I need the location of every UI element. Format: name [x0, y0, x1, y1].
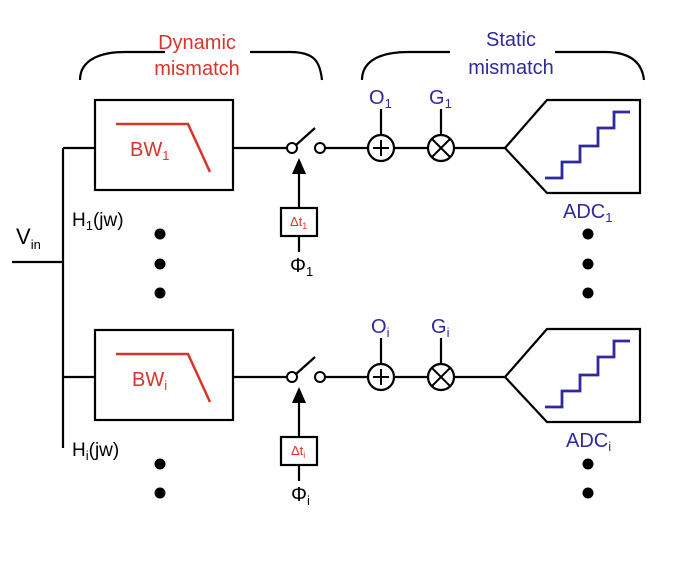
static-mismatch-title-line2: mismatch	[468, 57, 554, 79]
timing-skew-block	[279, 206, 319, 238]
timing-skew-label: Δt1	[290, 214, 307, 231]
sampling-switch-blade	[295, 127, 316, 146]
ellipsis-dot	[582, 458, 594, 470]
gain-label: G1	[429, 87, 452, 111]
ellipsis-dot	[582, 487, 594, 499]
transfer-function-label: Hi(jw)	[72, 440, 119, 463]
timing-skew-block	[279, 435, 319, 467]
ellipsis-dot	[582, 228, 594, 240]
ellipsis-dot	[154, 228, 166, 240]
clock-phase-label: Φ1	[290, 255, 313, 279]
channel-i: BWi Hi(jw) Δti Φi Oi Gi ADCi	[63, 316, 642, 508]
multiply-icon	[431, 138, 451, 158]
multiply-icon	[431, 367, 451, 387]
clock-arrow-icon	[292, 387, 306, 403]
switch-left-contact	[286, 371, 298, 383]
bandwidth-label: BWi	[132, 369, 167, 393]
switch-right-contact	[314, 142, 326, 154]
ellipsis-dot	[154, 458, 166, 470]
lowpass-response-icon	[116, 122, 212, 173]
switch-left-contact	[286, 142, 298, 154]
ellipsis-dot	[582, 258, 594, 270]
bandwidth-filter-block	[93, 328, 235, 422]
plus-icon	[373, 140, 389, 156]
channel-1: BW1 H1(jw) Δt1 Φ1 O1 G1 ADC1	[63, 87, 642, 279]
dynamic-mismatch-title-line1: Dynamic	[158, 32, 236, 54]
ellipsis-dot	[154, 487, 166, 499]
channel-ellipsis	[154, 228, 594, 299]
adc-label: ADC1	[563, 201, 612, 225]
ellipsis-dot	[154, 287, 166, 299]
adc-block	[503, 327, 642, 424]
input-label: Vin	[16, 224, 41, 252]
switch-right-contact	[314, 371, 326, 383]
plus-icon	[373, 369, 389, 385]
static-mismatch-brace	[360, 50, 646, 81]
ellipsis-dot	[582, 287, 594, 299]
adc-block	[503, 98, 642, 195]
clock-phase-label: Φi	[291, 484, 310, 508]
clock-arrow-icon	[292, 158, 306, 174]
adc-staircase-icon	[545, 110, 630, 180]
adc-label: ADCi	[566, 430, 611, 454]
lowpass-response-icon	[116, 352, 212, 403]
dynamic-mismatch-brace	[78, 50, 324, 81]
bandwidth-label: BW1	[130, 139, 169, 163]
ellipsis-dot	[154, 258, 166, 270]
trailing-ellipsis	[154, 458, 594, 499]
offset-label: Oi	[371, 316, 390, 340]
adc-staircase-icon	[545, 339, 630, 409]
timing-skew-label: Δti	[291, 443, 305, 460]
gain-label: Gi	[431, 316, 450, 340]
transfer-function-label: H1(jw)	[72, 210, 124, 233]
dynamic-mismatch-title-line2: mismatch	[154, 58, 240, 80]
bandwidth-filter-block	[93, 98, 235, 192]
sampling-switch-blade	[295, 356, 316, 375]
static-mismatch-title-line1: Static	[486, 29, 536, 51]
offset-label: O1	[369, 87, 392, 111]
